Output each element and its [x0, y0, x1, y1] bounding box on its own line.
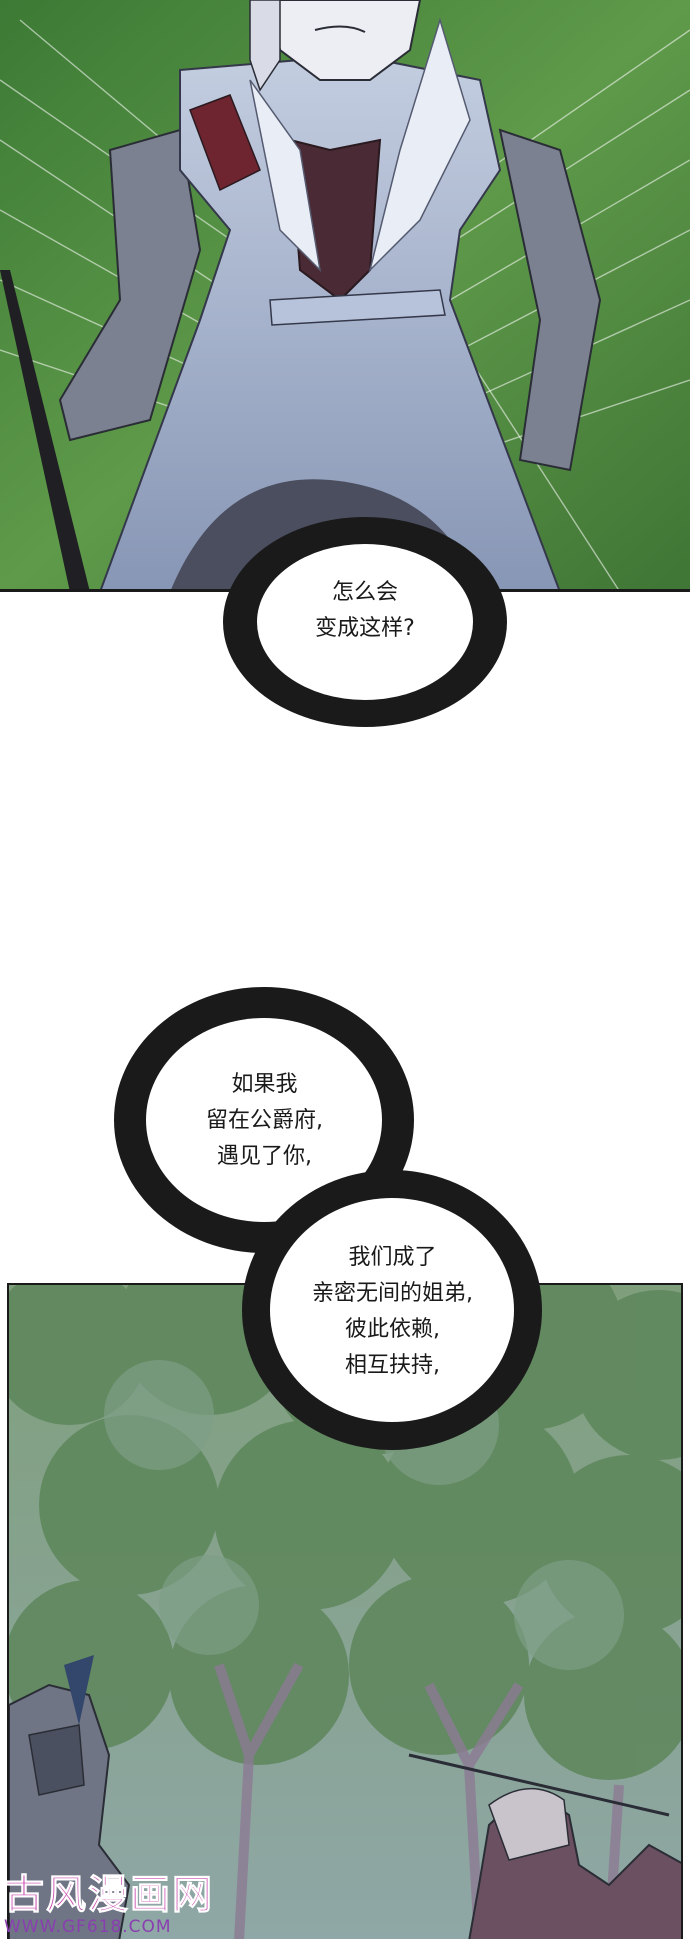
bubble-3-line-2: 亲密无间的姐弟, [312, 1281, 473, 1306]
speech-bubble-3: 我们成了 亲密无间的姐弟, 彼此依赖, 相互扶持, [240, 1168, 545, 1453]
site-watermark: 古风漫画网 WWW.GF618.COM [4, 1872, 214, 1938]
watermark-logo: 古风漫画网 [4, 1872, 214, 1918]
bubble-3-line-1: 我们成了 [348, 1245, 437, 1270]
bubble-2-text: 如果我 留在公爵府, 遇见了你, [112, 1067, 417, 1175]
bubble-3-line-4: 相互扶持, [345, 1353, 440, 1378]
bubble-1-text: 怎么会 变成这样? [220, 575, 510, 647]
top-panel-illustration [0, 0, 690, 592]
bubble-2-line-2: 留在公爵府, [206, 1108, 323, 1133]
spiky-bubble-shape [242, 1170, 542, 1450]
top-comic-panel [0, 0, 690, 592]
watermark-url: WWW.GF618.COM [4, 1917, 172, 1937]
bubble-3-text: 我们成了 亲密无间的姐弟, 彼此依赖, 相互扶持, [240, 1240, 545, 1384]
speech-bubble-1: 怎么会 变成这样? [220, 515, 510, 730]
spiky-bubble-shape [223, 517, 507, 727]
bubble-1-line-1: 怎么会 [331, 580, 398, 605]
bubble-2-line-1: 如果我 [231, 1072, 298, 1097]
bubble-1-line-2: 变成这样? [315, 616, 415, 641]
bubble-3-line-3: 彼此依赖, [345, 1317, 440, 1342]
bubble-2-line-3: 遇见了你, [217, 1144, 312, 1169]
